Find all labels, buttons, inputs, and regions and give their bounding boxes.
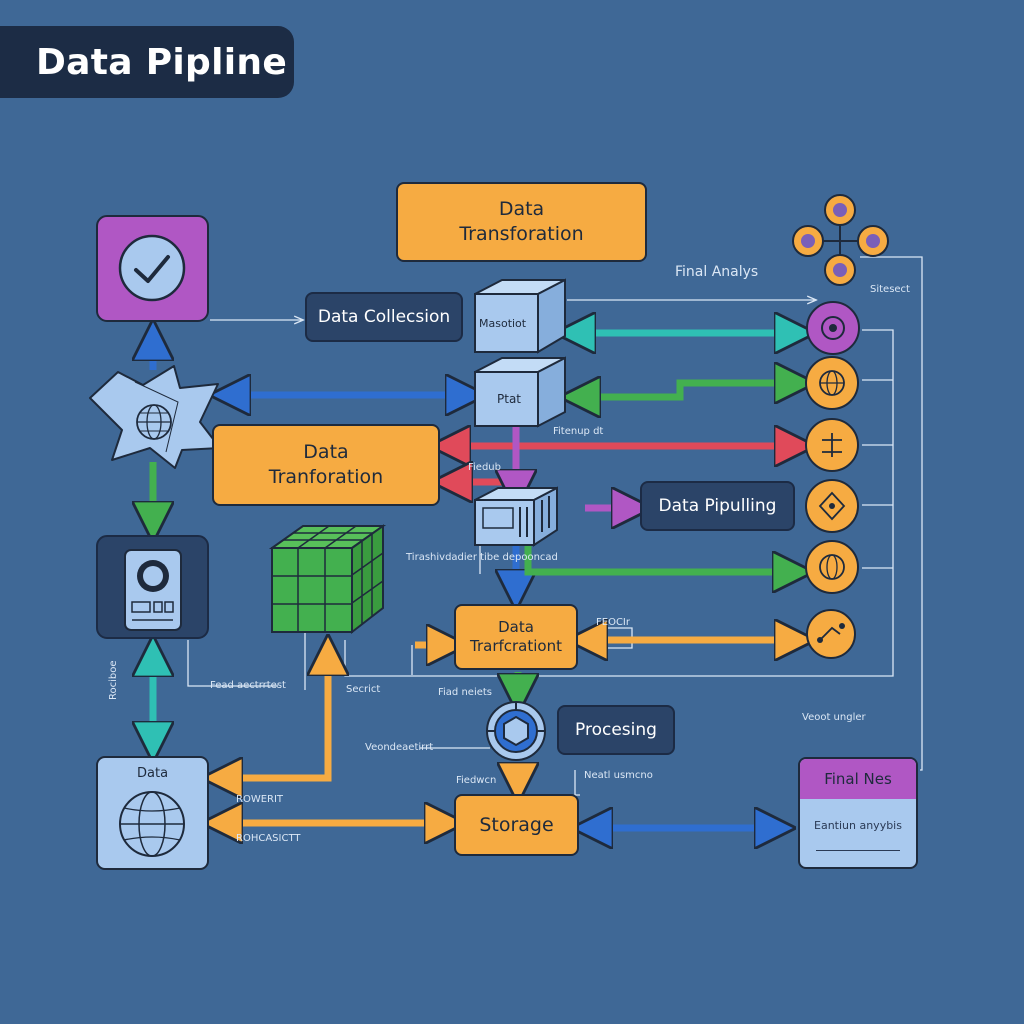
cube-ptat <box>474 356 566 428</box>
node-data-pipulling[interactable]: Data Pipulling <box>640 481 795 531</box>
node-data-transformation-top[interactable]: Data Transforation <box>396 182 647 262</box>
node-circle-5 <box>805 540 859 594</box>
annotation-label: Secrict <box>346 684 381 695</box>
grid-cube-icon <box>268 524 387 635</box>
node-circle-3 <box>805 418 859 472</box>
final-analysis-label: Final Analys <box>675 264 759 280</box>
cube-label: Masotiot <box>479 317 527 330</box>
final-card-divider <box>816 850 900 851</box>
node-storage[interactable]: Storage <box>454 794 579 856</box>
annotation-label: FEOCIr <box>596 617 630 628</box>
annotation-label: Fead aectrrtest <box>210 680 286 691</box>
server-cube-icon <box>474 486 558 547</box>
annotation-label: Veoot ungler <box>802 712 866 723</box>
node-circle-6 <box>806 609 856 659</box>
annotation-label: Fitenup dt <box>553 426 604 437</box>
arrow-green-node <box>524 545 793 572</box>
annotation-label-vertical: Rociboe <box>108 660 119 700</box>
node-data-transformation-mid[interactable]: Data Trarfcrationt <box>454 604 578 670</box>
node-circle-4 <box>805 479 859 533</box>
final-card-body: Eantiun anyybis <box>814 819 902 832</box>
page-title-bar: Data Pipline <box>0 26 294 98</box>
node-processing[interactable]: Procesing <box>557 705 675 755</box>
annotation-label: Fiad neiets <box>438 687 493 698</box>
network-nodes-icon <box>792 194 889 286</box>
cube-masotiot <box>474 278 566 354</box>
arrow-orange-elbow <box>222 655 328 778</box>
node-circle-2 <box>805 356 859 410</box>
node-data-transformation-left[interactable]: Data Tranforation <box>212 424 440 506</box>
node-circle-1 <box>806 301 860 355</box>
check-circle-icon <box>96 215 209 322</box>
connector-line <box>860 256 923 771</box>
page-title: Data Pipline <box>36 41 288 83</box>
arrow-cube2-node <box>580 383 795 397</box>
annotation-label: Fiedub <box>468 462 501 473</box>
annotation-label: ROHCASICTT <box>236 833 301 844</box>
final-card-header: Final Nes <box>800 759 916 799</box>
annotation-label: Neatl usmcno <box>584 770 653 781</box>
annotation-label: Tirashivdadier tibe depooncad <box>406 552 558 563</box>
annotation-label: ROWERIT <box>236 794 284 805</box>
annotation-label: Veondeaetirrt <box>365 742 434 753</box>
annotation-label: Fiedwcn <box>456 775 497 786</box>
final-results-card[interactable]: Final Nes Eantiun anyybis <box>798 757 918 869</box>
globe-icon <box>96 756 209 870</box>
connector-line <box>574 770 580 796</box>
data-tile-label: Data <box>137 766 169 781</box>
annotation-label: Sitesect <box>870 284 910 295</box>
globe-icon <box>89 365 221 469</box>
node-data-collection[interactable]: Data Collecsion <box>305 292 463 342</box>
cube-label: Ptat <box>497 392 521 406</box>
camera-device-icon <box>96 535 209 639</box>
hexagon-hub-icon <box>486 701 546 761</box>
